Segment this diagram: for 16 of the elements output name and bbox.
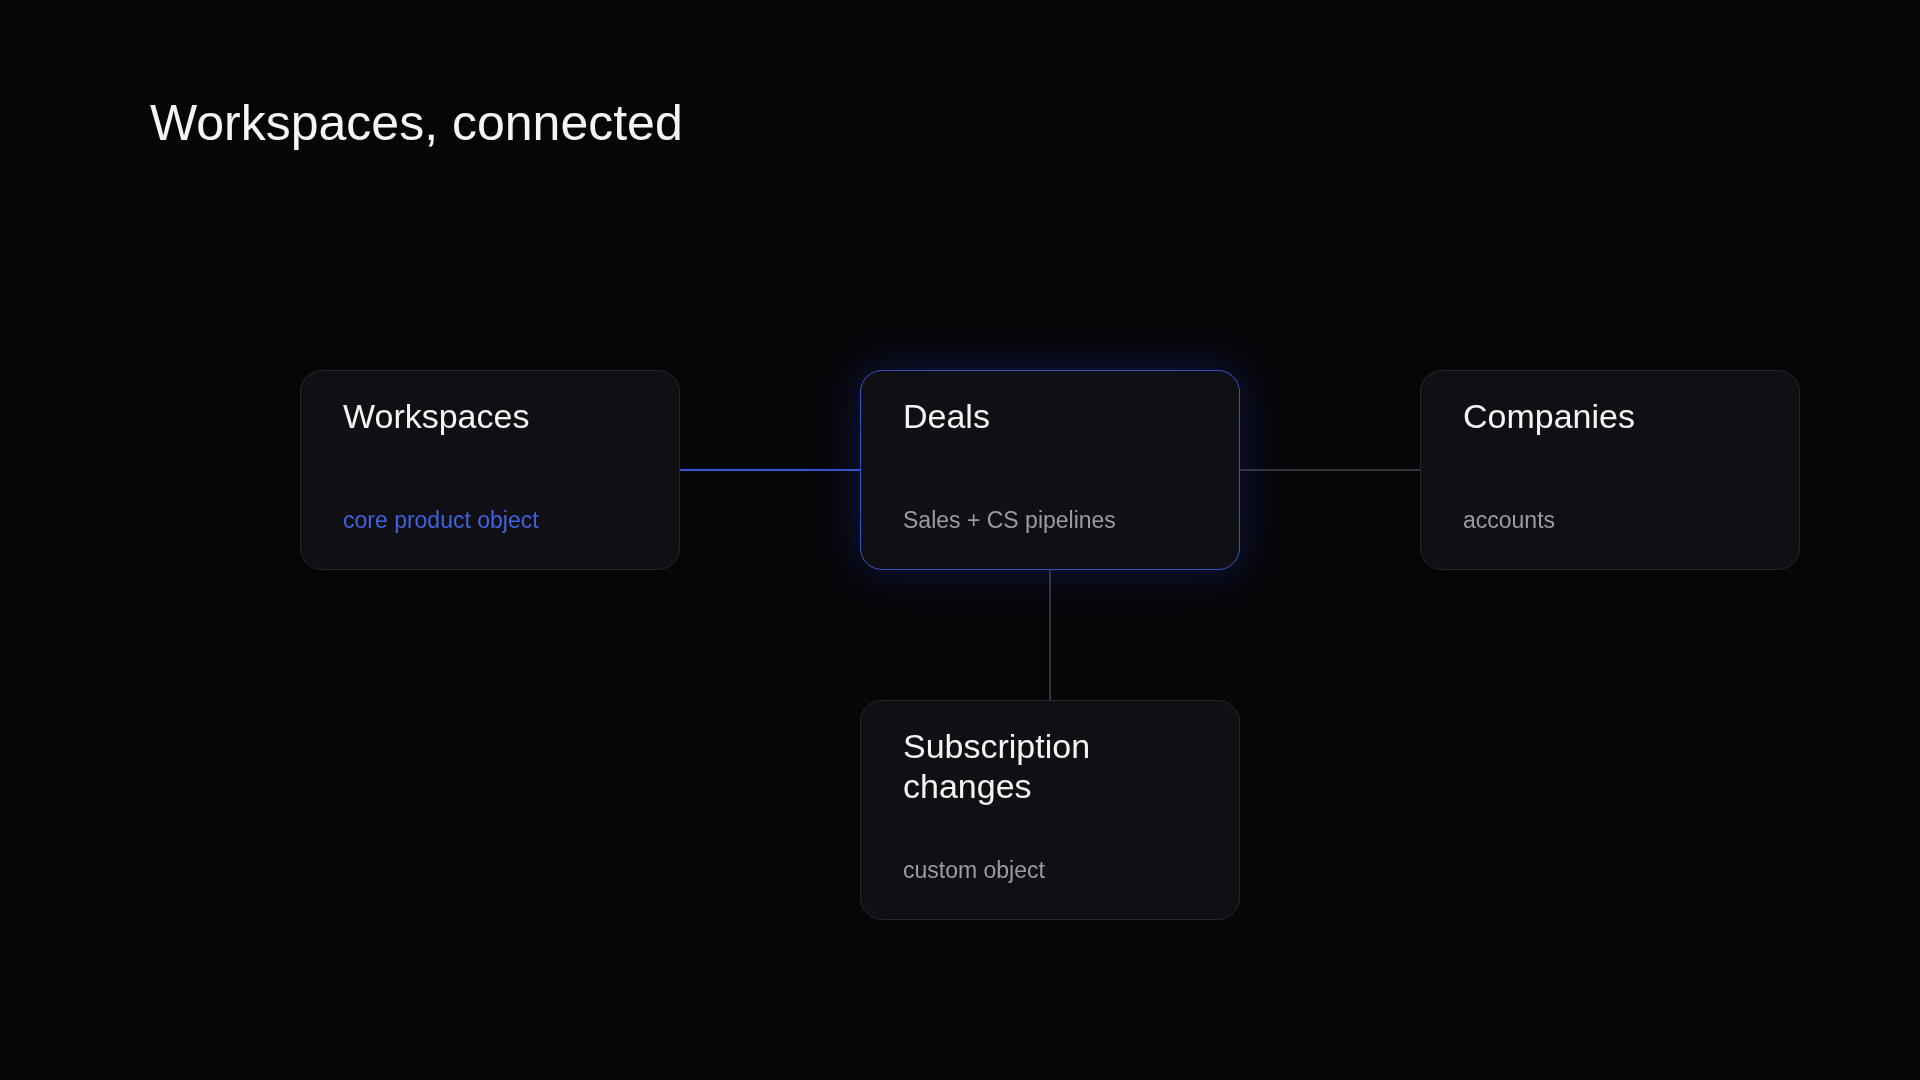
connector-line — [679, 469, 861, 471]
card-subtitle: accounts — [1463, 506, 1556, 534]
entity-card — [1420, 370, 1800, 570]
card-subtitle: custom object — [903, 856, 1045, 884]
card-subtitle: Sales + CS pipelines — [903, 506, 1116, 534]
card-subtitle: core product object — [343, 506, 539, 534]
connector-line — [1049, 569, 1051, 701]
card-title: Companies — [1463, 396, 1635, 436]
card-title: Deals — [903, 396, 990, 436]
entity-card — [860, 370, 1240, 570]
entity-card — [860, 700, 1240, 920]
diagram-title: Workspaces, connected — [150, 94, 683, 153]
entity-card — [300, 370, 680, 570]
card-title: Workspaces — [343, 396, 530, 436]
card-title: Subscription changes — [903, 726, 1092, 806]
connector-line — [1239, 469, 1421, 471]
